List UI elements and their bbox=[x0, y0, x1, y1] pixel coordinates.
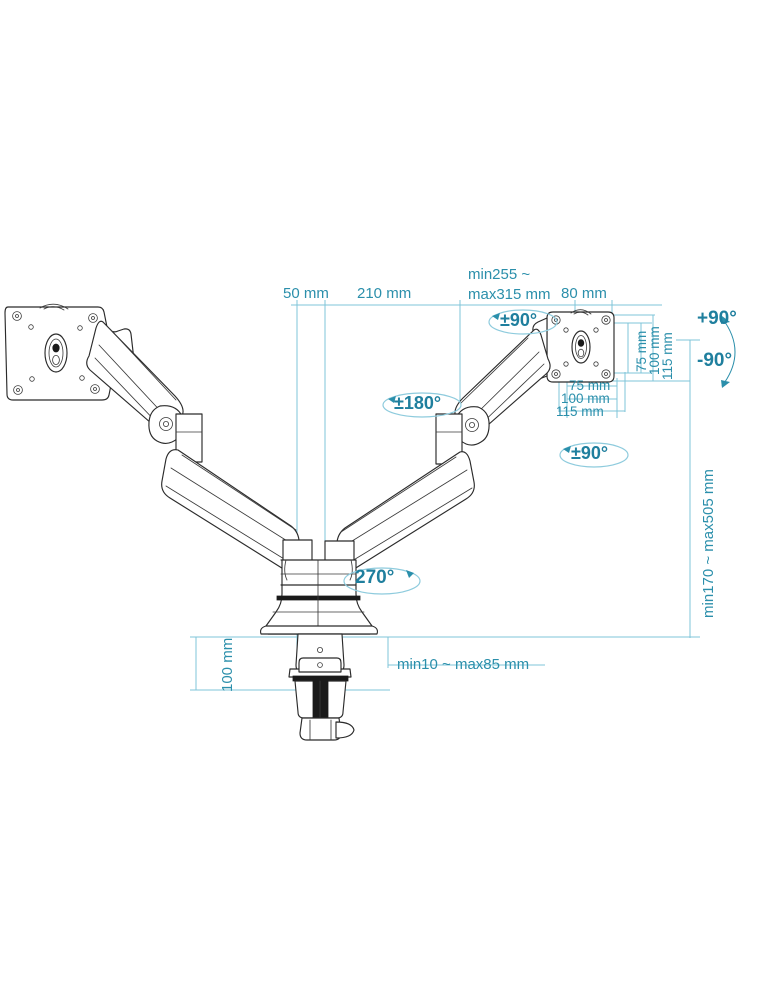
dim-label-vesa-h-100: 100 mm bbox=[561, 391, 610, 406]
angle-label-tilt-up: +90° bbox=[697, 308, 737, 329]
dim-label-post-height: 100 mm bbox=[219, 637, 236, 692]
left-upper-arm bbox=[86, 320, 203, 463]
dim-label-50mm: 50 mm bbox=[283, 285, 329, 302]
desk-clamp bbox=[288, 633, 355, 741]
dimension-lines bbox=[190, 300, 700, 691]
dim-label-80mm: 80 mm bbox=[561, 285, 607, 302]
dim-label-vesa-h-75: 75 mm bbox=[569, 378, 611, 393]
right-upper-arm bbox=[435, 328, 551, 465]
dim-label-210mm: 210 mm bbox=[357, 285, 412, 302]
angle-label-swivel270: 270° bbox=[355, 567, 395, 588]
dim-label-vesa-v-115: 115 mm bbox=[660, 332, 675, 380]
angle-label-tilt-down: -90° bbox=[697, 350, 733, 371]
angle-label-rotate90-top: ±90° bbox=[500, 310, 538, 330]
dim-label-height-range: min170 ~ max505 mm bbox=[700, 469, 717, 618]
dim-label-reach-max: max315 mm bbox=[468, 286, 551, 303]
angle-indicators bbox=[343, 309, 736, 595]
angle-label-rotate90-mid: ±90° bbox=[571, 443, 609, 463]
dim-label-reach-min: min255 ~ bbox=[468, 266, 531, 283]
angle-label-rotate180: ±180° bbox=[394, 393, 442, 413]
dim-label-clamp-thickness: min10 ~ max85 mm bbox=[397, 656, 530, 673]
dim-label-vesa-h-115: 115 mm bbox=[556, 404, 604, 419]
